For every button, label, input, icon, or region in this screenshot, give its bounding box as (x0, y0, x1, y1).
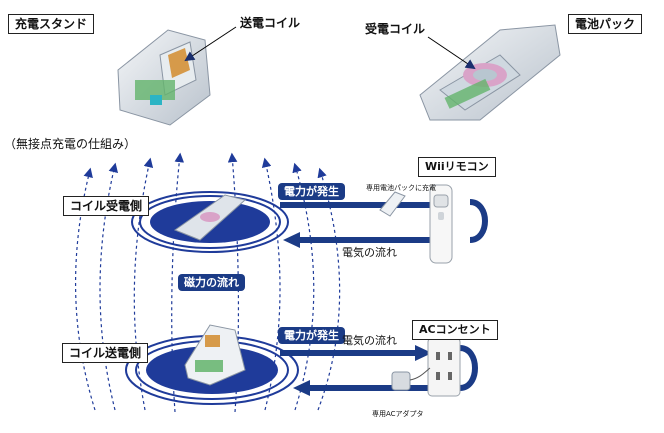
power-generated-bottom-badge: 電力が発生 (278, 327, 345, 344)
transmit-coil-pad (125, 324, 299, 405)
mechanism-caption: （無接点充電の仕組み） (4, 137, 137, 151)
charging-stand-illustration (117, 29, 211, 126)
electricity-flow-top-label: 電気の流れ (342, 246, 397, 259)
wii-remote-label: Wiiリモコン (418, 157, 496, 177)
wii-remote-illustration (429, 184, 453, 264)
coil-receive-side-label: コイル受電側 (63, 196, 150, 216)
coil-transmit-side-label: コイル送電側 (62, 343, 149, 363)
battery-pack-small (379, 191, 406, 217)
ac-adapter-illustration (391, 367, 431, 391)
electricity-flow-bottom-label: 電気の流れ (342, 334, 397, 347)
ac-adapter-label: 専用ACアダプタ (372, 410, 424, 418)
receive-coil-pad (131, 191, 289, 253)
battery-pack-illustration (419, 24, 561, 121)
transmit-coil-label: 送電コイル (240, 16, 301, 30)
magnetic-flow-badge: 磁力の流れ (178, 274, 245, 291)
ac-outlet-illustration (427, 337, 461, 397)
battery-pack-label: 電池パック (568, 14, 643, 34)
upper-current-loop (280, 198, 488, 248)
transmit-coil-pointer (184, 26, 237, 62)
charging-stand-label: 充電スタンド (8, 14, 95, 34)
lower-current-loop (280, 345, 478, 396)
dedicated-battery-note: 専用電池パックに充電 (366, 184, 436, 192)
power-generated-top-badge: 電力が発生 (278, 183, 345, 200)
ac-outlet-label: ACコンセント (412, 320, 498, 340)
receive-coil-pointer (427, 36, 476, 70)
receive-coil-label: 受電コイル (365, 22, 426, 36)
